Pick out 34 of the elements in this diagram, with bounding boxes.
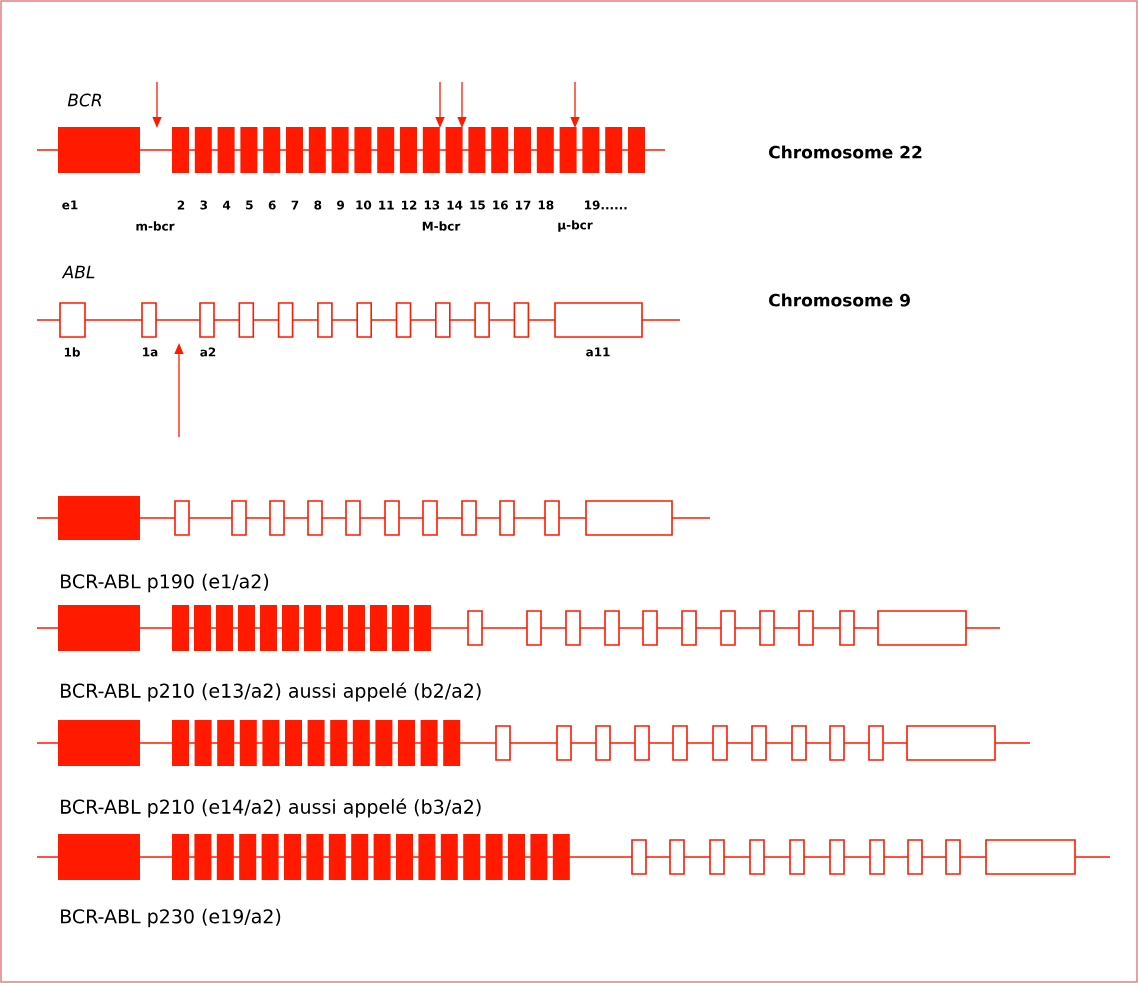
region-label: m-bcr	[136, 221, 175, 231]
transcript-label: BCR-ABL p230 (e19/a2)	[61, 908, 281, 928]
exon-number: 10	[356, 200, 372, 210]
exon-number: 16	[493, 200, 508, 210]
transcript-label: BCR-ABL p190 (e1/a2)	[61, 573, 269, 593]
exon-number: 4	[222, 200, 231, 210]
gene-name: ABL	[61, 265, 95, 279]
exon-number: 7	[291, 200, 299, 210]
exon-number: 6	[268, 200, 276, 210]
exon-number: 1a	[143, 347, 158, 357]
exon-number: 8	[314, 200, 322, 210]
region-label: µ-bcr	[558, 220, 593, 232]
chromosome-label: Chromosome 22	[769, 145, 922, 159]
exon-number: 2	[177, 200, 185, 210]
exon-number: 13	[424, 200, 440, 210]
exon-number: 15	[470, 200, 485, 210]
exon-number: a2	[200, 347, 216, 357]
exon-number: 3	[200, 200, 207, 210]
region-label: M-bcr	[422, 221, 461, 231]
exon-number: 9	[337, 200, 344, 210]
exon-number: 18	[538, 200, 554, 210]
exon-number: e1	[62, 200, 78, 210]
transcript-label: BCR-ABL p210 (e14/a2) aussi appelé (b3/a2)	[61, 798, 481, 818]
transcript-label: BCR-ABL p210 (e13/a2) aussi appelé (b2/a2)	[61, 682, 481, 702]
exon-number: 12	[402, 200, 417, 210]
chromosome-label: Chromosome 9	[769, 293, 910, 307]
gene-name: BCR	[67, 93, 102, 107]
exon-number: 14	[447, 200, 463, 210]
exon-number: 11	[379, 200, 394, 210]
exon-number: 19......	[585, 200, 627, 210]
exon-number: 1b	[64, 347, 80, 357]
exon-number: 5	[246, 200, 253, 210]
exon-number: 17	[516, 200, 531, 210]
exon-number: a11	[586, 347, 610, 357]
